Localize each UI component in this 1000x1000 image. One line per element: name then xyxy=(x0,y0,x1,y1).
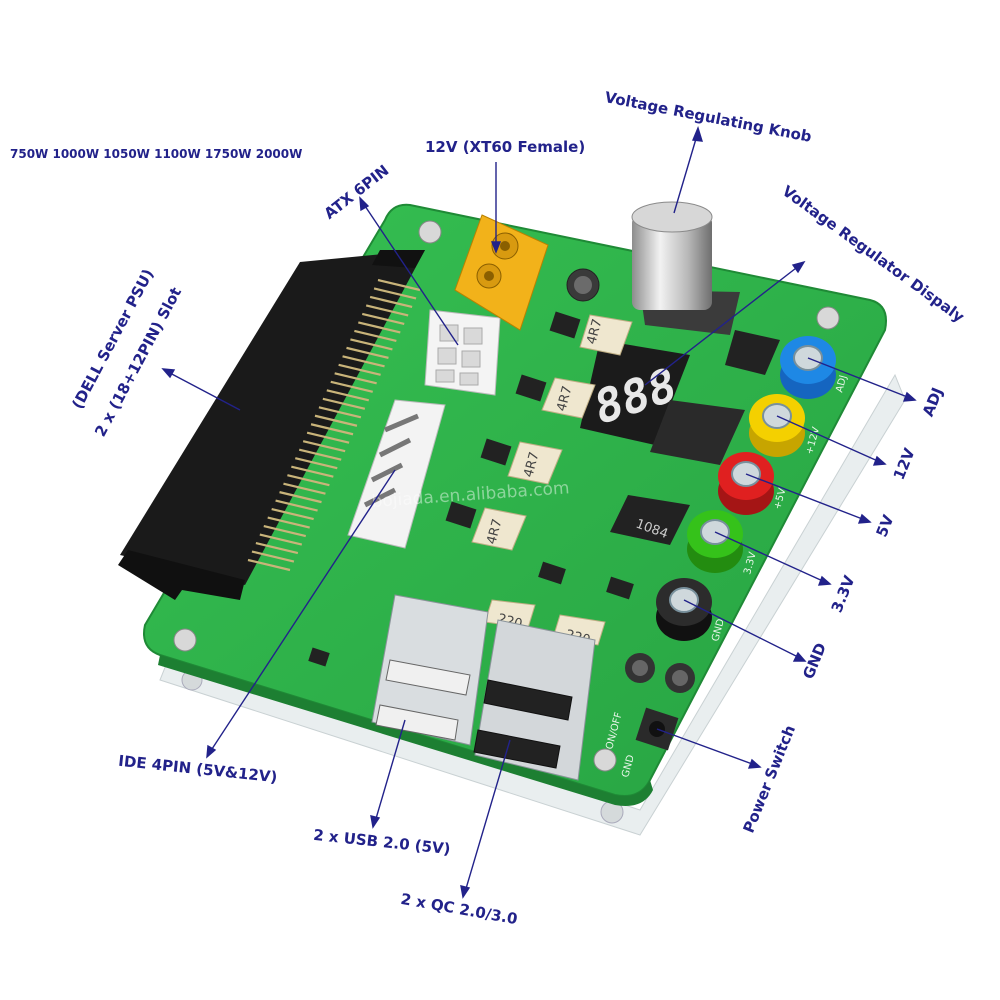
slot-pin xyxy=(247,558,291,572)
qc-ports xyxy=(473,619,596,781)
xt60-connector xyxy=(454,214,549,331)
slot-pin xyxy=(298,448,342,461)
slot-pin xyxy=(283,482,326,495)
slot-pin xyxy=(271,508,314,521)
leader-switch xyxy=(656,728,762,769)
inductor-1: 4R7 xyxy=(579,314,633,356)
slot-pin xyxy=(334,372,377,385)
slot-pin xyxy=(275,499,318,512)
slot-pin xyxy=(326,389,370,402)
leader-knob xyxy=(673,125,703,214)
slot-pin xyxy=(318,406,362,419)
slot-pin xyxy=(365,304,409,317)
slot-pin xyxy=(358,321,401,334)
leader-usb xyxy=(370,719,406,829)
xt60-label: 12V (XT60 Female) xyxy=(425,138,586,156)
inductor-label: 4R7 xyxy=(554,384,575,413)
binding-post-5v[interactable] xyxy=(718,452,774,515)
atx-6pin-connector xyxy=(424,309,501,396)
leader-adj xyxy=(807,357,917,402)
slot-pin xyxy=(255,541,299,555)
slot-pin xyxy=(251,550,295,563)
slot-pin xyxy=(259,533,303,546)
slot-pin xyxy=(342,355,385,368)
slot-pin xyxy=(322,397,366,410)
mounting-hole xyxy=(418,220,442,244)
binding-post-gnd[interactable] xyxy=(656,578,712,641)
leader-xt60 xyxy=(490,162,502,254)
slot-pin xyxy=(267,516,310,529)
slot-pin xyxy=(373,287,417,300)
inductor-label: 4R7 xyxy=(521,450,542,479)
server-psu-slot-connector xyxy=(118,250,425,600)
regulator-chip: 1084 xyxy=(610,495,690,545)
inductor-2: 4R7 xyxy=(541,377,596,419)
slot-pin xyxy=(306,431,350,444)
slot-pins xyxy=(247,278,421,572)
slot-pin xyxy=(350,338,393,351)
ic-chip xyxy=(538,561,566,585)
slot-pin xyxy=(310,423,354,436)
leader-5v xyxy=(745,473,872,524)
slot-pin xyxy=(377,278,421,292)
mounting-hole xyxy=(593,748,617,772)
ic-chip xyxy=(725,330,780,375)
ic-chip xyxy=(549,311,581,339)
slot-pin xyxy=(338,363,381,376)
wattage-list-label: 750W 1000W 1050W 1100W 1750W 2000W xyxy=(10,147,303,161)
leader-3v3 xyxy=(714,531,832,586)
leader-slot xyxy=(161,368,241,411)
leader-12v xyxy=(776,415,887,466)
leader-display xyxy=(644,260,806,386)
leader-ide xyxy=(206,469,396,759)
slot-pin xyxy=(295,457,338,470)
slot-pin xyxy=(330,380,373,393)
ic-chip xyxy=(515,374,547,402)
slot-pin xyxy=(346,346,389,359)
mounting-hole xyxy=(173,628,197,652)
slot-pin xyxy=(263,524,307,538)
slot-pin xyxy=(361,312,405,326)
slot-pin xyxy=(291,465,334,478)
ic-chip xyxy=(606,576,634,600)
inductor-label: 4R7 xyxy=(584,317,605,346)
binding-post-12v[interactable] xyxy=(749,394,805,457)
silk-5v: +5V xyxy=(772,487,788,511)
inductor-4: 4R7 xyxy=(471,507,527,551)
leader-gnd xyxy=(683,599,807,662)
slot-pin xyxy=(314,414,358,427)
leader-atx xyxy=(359,196,459,346)
silk-adj: ADJ xyxy=(834,374,849,394)
ic-chip xyxy=(445,501,477,529)
mounting-hole xyxy=(816,306,840,330)
inductor-3: 4R7 xyxy=(507,441,563,485)
inductor-label: 4R7 xyxy=(484,517,505,546)
ic-chip xyxy=(480,438,512,466)
ic-chip xyxy=(308,647,330,667)
slot-pin xyxy=(287,474,330,487)
binding-post-adj[interactable] xyxy=(780,336,836,399)
slot-pin xyxy=(279,491,322,504)
usb-2-ports xyxy=(371,594,489,746)
voltage-knob xyxy=(631,201,740,335)
leader-qc xyxy=(460,739,511,899)
slot-pin xyxy=(302,440,346,453)
dc-dc-module xyxy=(650,400,745,465)
leader-lines xyxy=(161,125,917,899)
slot-pin xyxy=(369,295,413,309)
slot-pin xyxy=(354,329,397,342)
ide-4pin-connector xyxy=(347,399,446,549)
